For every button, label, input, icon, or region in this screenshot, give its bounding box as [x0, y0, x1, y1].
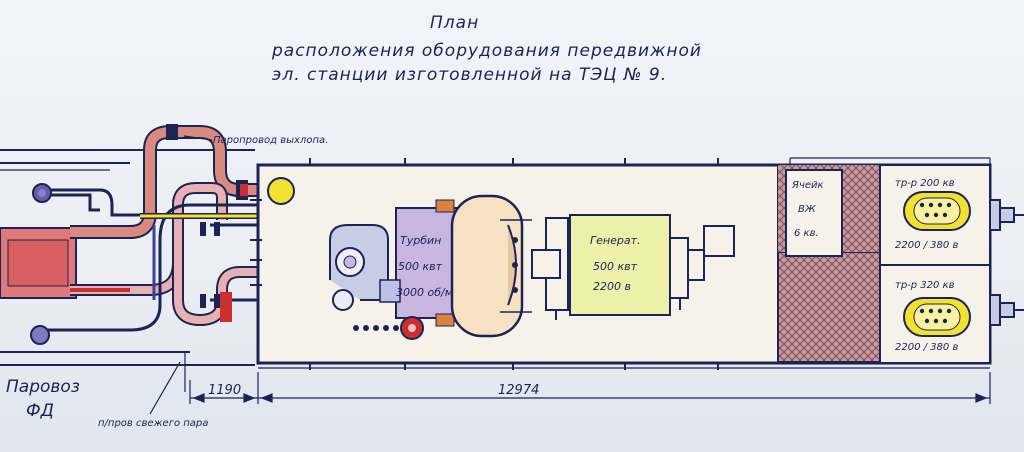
indicator-lamp: [267, 177, 295, 205]
switch-cell-box: [785, 169, 843, 257]
leader-lines: [149, 135, 213, 415]
exhaust-pipe-label: Паропровод выхлопа.: [213, 135, 328, 146]
transformer-2-label-voltage: 2200 / 380 в: [895, 342, 958, 353]
turbine-label-name: Турбин: [400, 234, 441, 247]
hatched-zone: [777, 251, 881, 363]
transformer-2-label-rating: тр-р 320 кв: [895, 280, 955, 291]
title-line-3: эл. станции изготовленной на ТЭЦ № 9.: [272, 65, 667, 85]
generator-label-name: Генерат.: [590, 234, 640, 247]
steam-valves: [200, 222, 232, 322]
switch-cell-label-name: Ячейк: [791, 180, 824, 191]
title-line-2: расположения оборудования передвижной: [271, 41, 702, 61]
fresh-steam-pipe-label: п/пров свежего пара: [98, 418, 208, 429]
dimension-lines: [189, 372, 991, 404]
locomotive-label-line-2: ФД: [26, 401, 54, 421]
control-valve: [353, 316, 424, 340]
locomotive-frame: [0, 149, 255, 366]
locomotive-gauge-upper: [32, 183, 52, 203]
transformer-1: [903, 191, 971, 231]
dimension-offset: 1190: [208, 383, 241, 398]
generator-label-voltage: 2200 в: [593, 280, 631, 293]
title-line-1: План: [430, 13, 479, 33]
locomotive-cylinder: [0, 227, 77, 299]
switch-cell-label-type: ВЖ: [798, 204, 817, 215]
locomotive-gauge-lower: [30, 325, 50, 345]
condenser-body: [450, 194, 532, 338]
generator-assembly: [531, 214, 735, 320]
transformer-2: [903, 297, 971, 337]
transformer-1-label-voltage: 2200 / 380 в: [895, 240, 958, 251]
turbine-label-speed: 3000 об/м: [396, 286, 453, 299]
exhaust-steam-pipe: [70, 124, 262, 239]
fresh-steam-pipe: [70, 182, 262, 327]
generator-label-power: 500 квт: [593, 260, 638, 273]
car-side-ticks: [250, 158, 719, 370]
end-couplers: [989, 199, 1024, 326]
turbine-label-power: 500 квт: [398, 260, 443, 273]
switch-cell-label-voltage: 6 кв.: [794, 228, 819, 239]
transformer-1-label-rating: тр-р 200 кв: [895, 178, 955, 189]
locomotive-label-line-1: Паровоз: [6, 377, 80, 397]
dimension-car-length: 12974: [498, 383, 539, 398]
